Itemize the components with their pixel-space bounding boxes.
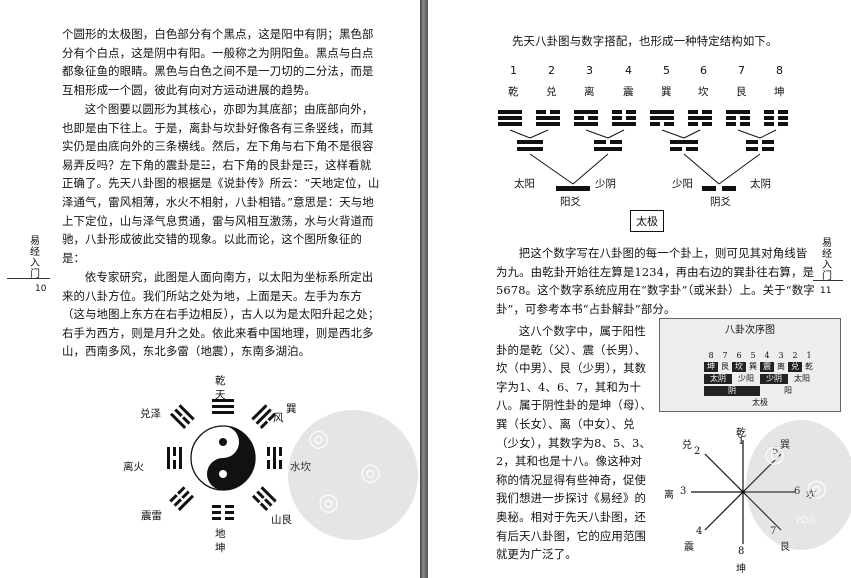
star-gen: 艮 <box>780 542 790 553</box>
label-shaoyin: 少阴 <box>595 178 616 190</box>
inset-name: 震 <box>760 362 774 372</box>
star-dui: 兑 <box>682 440 692 451</box>
watermark-stamp: ◎◎◎ <box>288 410 418 540</box>
label-yangyao: 阳爻 <box>560 196 581 208</box>
diagram-number: 7 <box>738 64 745 77</box>
left-paragraph-1: 个圆形的太极图，白色部分有个黑点，这是阳中有阴；黑色部分有个白点，这是阴中有阳。… <box>62 27 374 97</box>
inset-name: 乾 <box>805 362 813 371</box>
right-page: 先天八卦图与数字搭配，也形成一种特定结构如下。 1 2 3 4 5 6 7 8 … <box>428 0 851 578</box>
label-xun: 巽 <box>286 403 297 415</box>
inset-number: 8 <box>708 351 714 360</box>
inset-four: 太阴 <box>704 374 732 384</box>
diagram-number: 2 <box>548 64 555 77</box>
inset-base: 太极 <box>752 398 768 407</box>
inset-name: 艮 <box>721 362 729 371</box>
label-qian: 乾 <box>215 375 226 387</box>
diagram-number: 8 <box>776 64 783 77</box>
star-n3: 3 <box>680 486 687 497</box>
intro-text: 先天八卦图与数字搭配，也形成一种特定结构如下。 <box>512 34 778 48</box>
yin-yang-symbol <box>190 425 256 491</box>
page-gutter <box>420 0 428 578</box>
label-zhen-thunder: 震雷 <box>141 510 162 522</box>
star-n6: 6 <box>794 486 801 497</box>
label-taiyin: 太阴 <box>750 178 771 190</box>
watermark-stamp: ◎◎ PDG <box>746 420 851 550</box>
taiji-box: 太极 <box>630 210 664 232</box>
star-li: 离 <box>664 490 674 501</box>
star-qian: 乾 <box>736 428 746 439</box>
star-n7: 7 <box>770 526 777 537</box>
right-running-head: 易经入门 <box>822 238 832 282</box>
diagram-number: 4 <box>625 64 632 77</box>
star-n2: 2 <box>694 446 701 457</box>
diagram-trigram-name: 兑 <box>546 86 557 98</box>
inset-number: 4 <box>764 351 770 360</box>
left-running-head: 易经入门 <box>30 236 40 280</box>
label-li-fire: 离火 <box>123 461 144 473</box>
label-kun: 坤 <box>215 542 226 554</box>
star-kan: 坎 <box>806 490 816 501</box>
inset-two: 阳 <box>784 386 792 395</box>
diagram-trigram-name: 巽 <box>661 86 672 98</box>
inset-number: 1 <box>806 351 812 360</box>
number-star-diagram <box>691 440 795 544</box>
star-n1: 1 <box>738 436 745 447</box>
left-page-number: 10 <box>35 284 47 294</box>
right-paragraph-2: 这八个数字中，属于阳性卦的是乾（父）、震（长男）、坎（中男）、艮（少男），其数字… <box>496 324 652 562</box>
inset-name: 坤 <box>704 362 718 372</box>
star-n4: 4 <box>696 526 703 537</box>
bagua-order-inset: 八卦次序图 8 7 6 5 4 3 2 1 坤 艮 坎 巽 震 离 兑 乾 太阴… <box>659 318 841 412</box>
diagram-number: 1 <box>510 64 517 77</box>
label-di: 地 <box>215 528 226 540</box>
inset-name: 巽 <box>749 362 757 371</box>
left-paragraph-2: 这个图要以圆形为其核心，亦即为其底部；由底部向外，也即是由下往上。于是，离卦与坎… <box>62 102 380 265</box>
diagram-trigram-name: 离 <box>584 86 595 98</box>
inset-four: 少阴 <box>760 374 788 384</box>
inset-two: 阴 <box>704 386 760 396</box>
label-taiyang: 太阳 <box>514 178 535 190</box>
label-kan-water: 水坎 <box>290 461 311 473</box>
inset-number: 3 <box>778 351 784 360</box>
diagram-number: 6 <box>700 64 707 77</box>
label-dui-lake: 兑泽 <box>140 408 161 420</box>
inset-number: 5 <box>750 351 756 360</box>
diagram-trigram-name: 乾 <box>508 86 519 98</box>
diagram-trigram-name: 艮 <box>736 86 747 98</box>
diagram-trigram-name: 坎 <box>698 86 709 98</box>
trigram-strokes <box>167 399 282 520</box>
diagram-number: 3 <box>586 64 593 77</box>
left-margin-rule <box>7 278 50 279</box>
label-feng: 风 <box>273 412 284 424</box>
right-paragraph-1: 把这个数字写在八卦图的每一个卦上，则可见其对角线皆为九。由乾卦开始往左算是123… <box>496 246 815 316</box>
label-yinyao: 阴爻 <box>710 196 731 208</box>
star-zhen: 震 <box>684 542 694 553</box>
label-shaoyang: 少阳 <box>672 178 693 190</box>
star-xun: 巽 <box>780 440 790 451</box>
inset-number: 6 <box>736 351 742 360</box>
star-kun: 坤 <box>736 564 746 575</box>
star-n8: 8 <box>738 546 745 557</box>
inset-name: 兑 <box>788 362 802 372</box>
star-n5: 5 <box>772 446 779 457</box>
inset-title: 八卦次序图 <box>725 325 775 336</box>
label-gen-mountain: 山艮 <box>271 514 292 526</box>
right-margin-rule <box>813 280 843 281</box>
diagram-trigram-name: 坤 <box>774 86 785 98</box>
trigram-tree-diagram <box>498 110 788 191</box>
diagram-number: 5 <box>663 64 670 77</box>
right-page-number: 11 <box>820 286 832 296</box>
diagram-trigram-name: 震 <box>623 86 634 98</box>
left-paragraph-3: 依专家研究，此图是人面向南方，以太阳为坐标系所定出来的八卦方位。我们所站之处为地… <box>62 270 380 359</box>
inset-name: 坎 <box>732 362 746 372</box>
inset-four: 太阳 <box>794 374 810 383</box>
left-page: 个圆形的太极图，白色部分有个黑点，这是阳中有阴；黑色部分有个白点，这是阴中有阳。… <box>0 0 420 578</box>
label-tian: 天 <box>215 389 226 401</box>
inset-four: 少阳 <box>738 374 754 383</box>
inset-number: 2 <box>792 351 798 360</box>
inset-number: 7 <box>722 351 728 360</box>
bagua-diagram <box>167 399 282 520</box>
inset-name: 离 <box>777 362 785 371</box>
watermark-text: PDG <box>796 516 816 526</box>
